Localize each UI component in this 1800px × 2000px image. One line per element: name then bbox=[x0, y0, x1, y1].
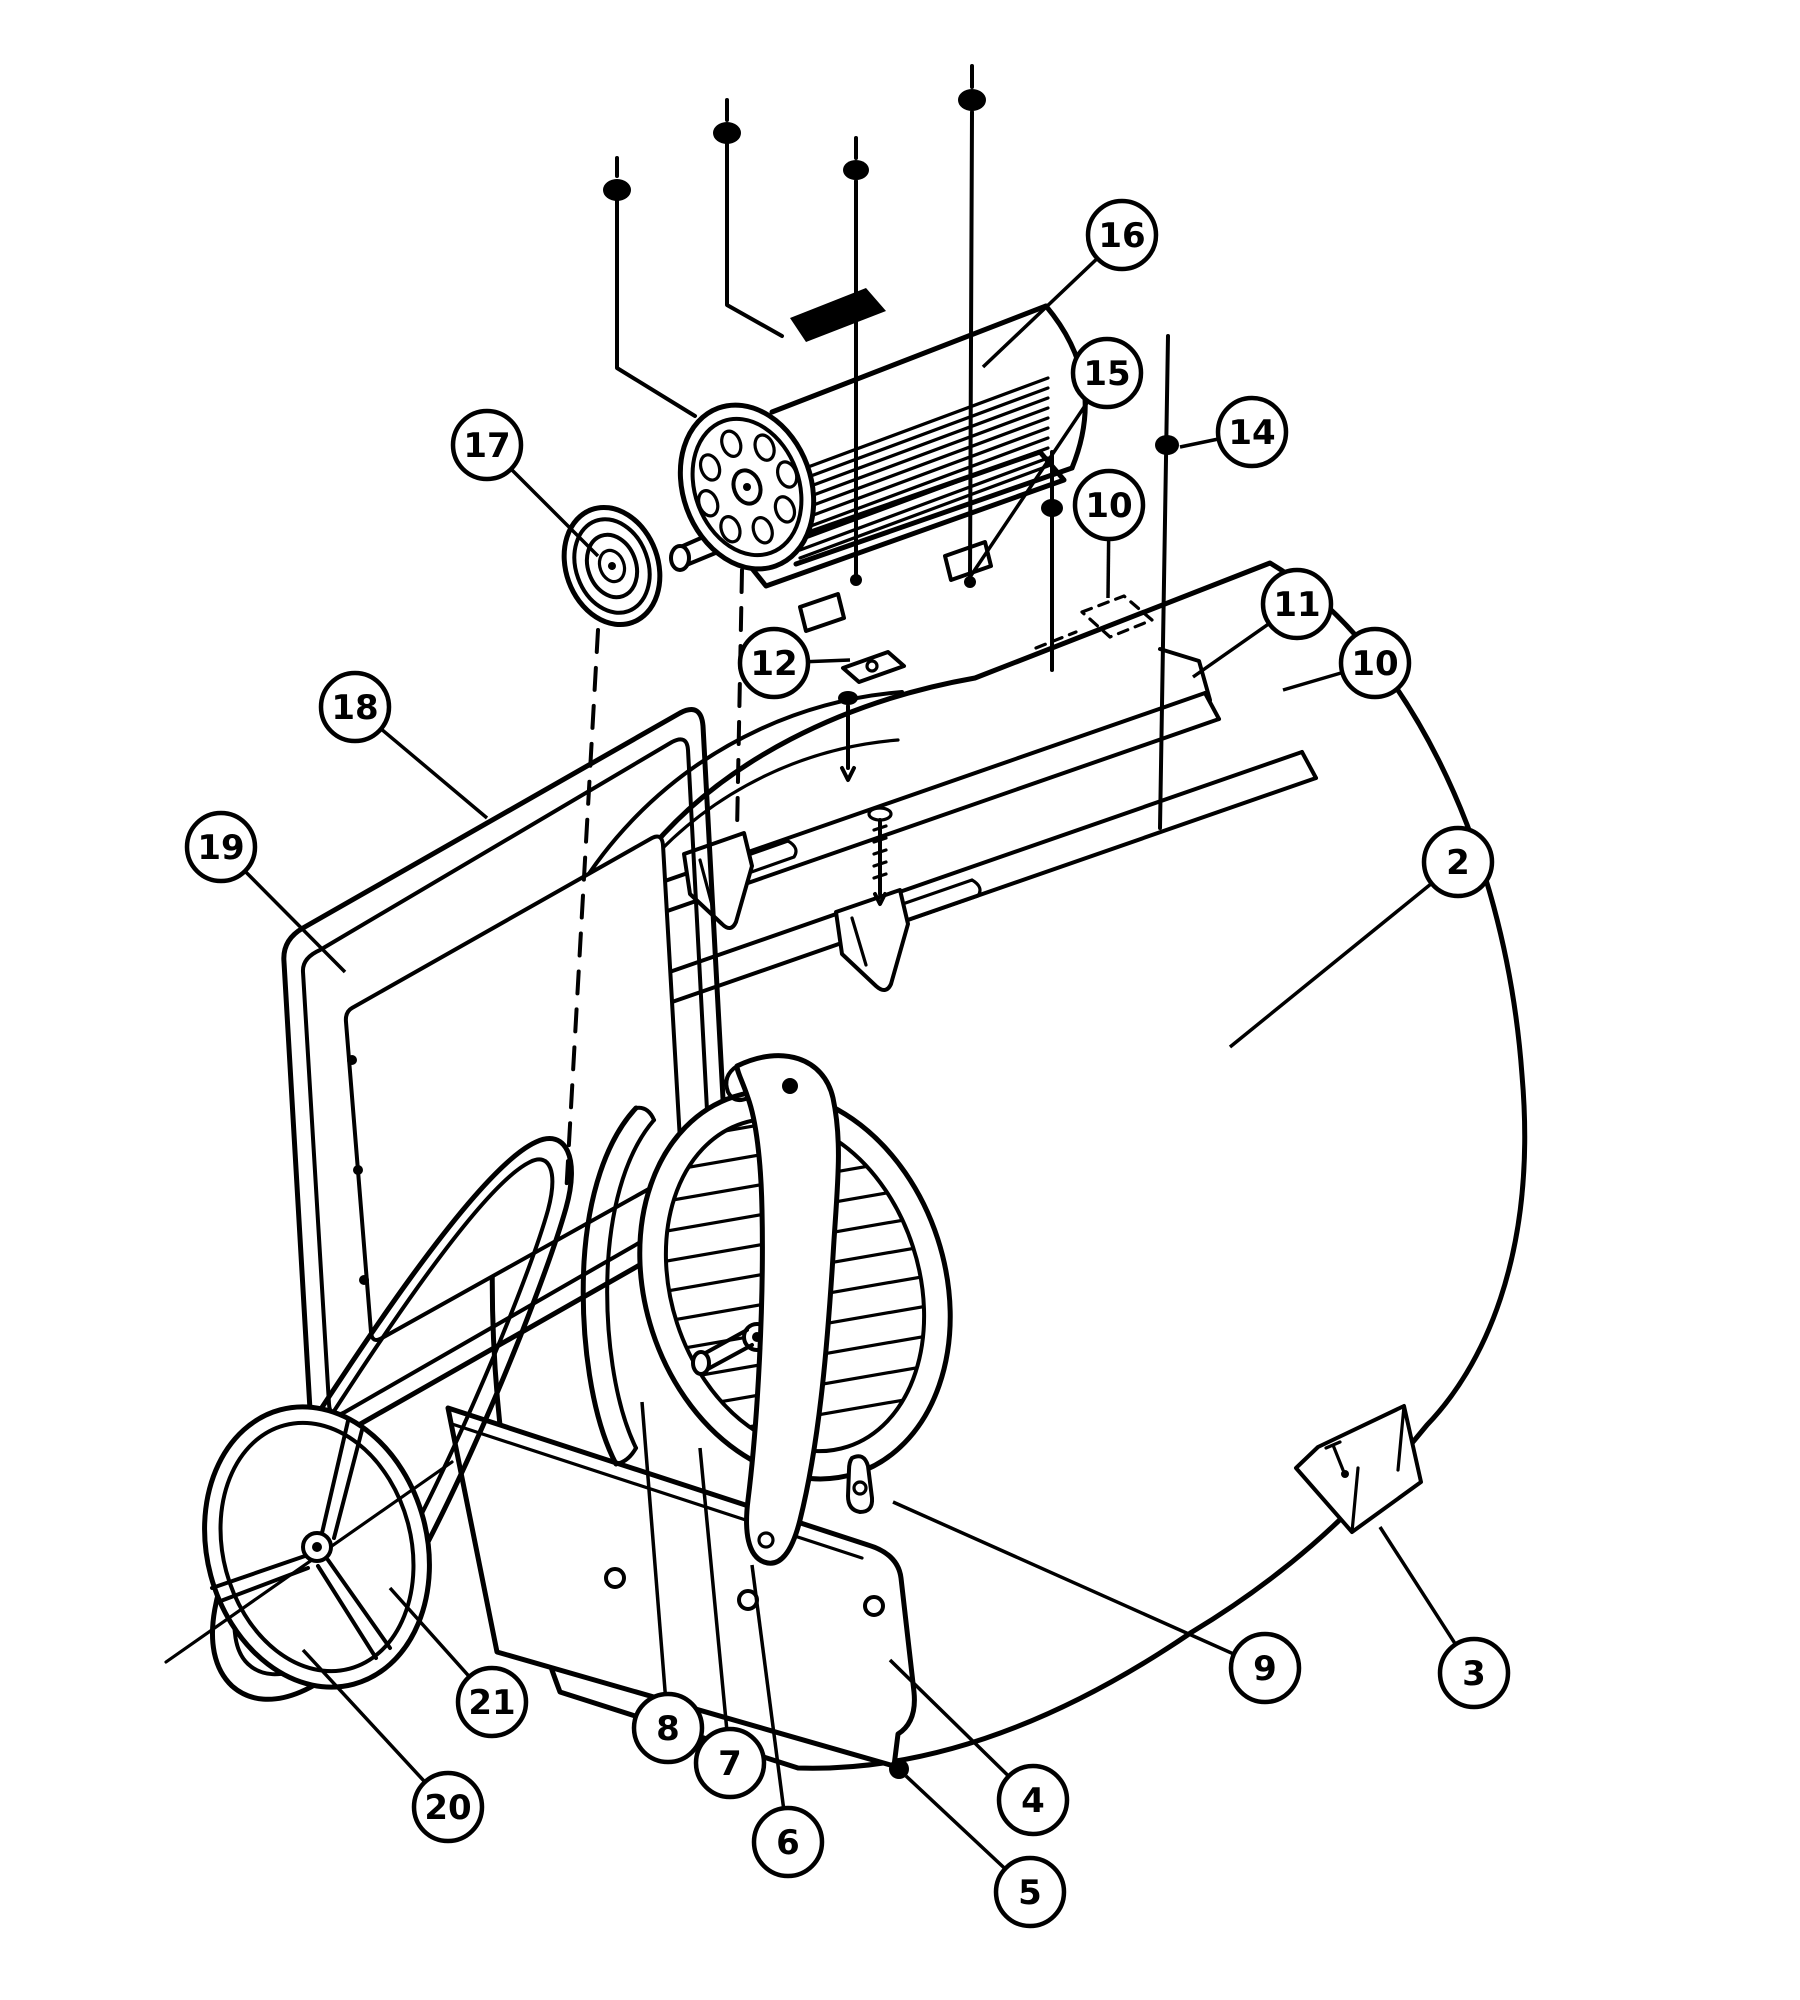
callout-number: 4 bbox=[1021, 1781, 1045, 1821]
callout-leader-line bbox=[698, 1447, 732, 1764]
rail-bracket-foot bbox=[682, 831, 754, 930]
rail-slot bbox=[864, 878, 982, 934]
callout-number: 3 bbox=[1462, 1654, 1486, 1694]
callout-leader-line bbox=[964, 372, 1109, 584]
callout-17: 17 bbox=[450, 408, 600, 558]
foot-bracket bbox=[1294, 1404, 1423, 1534]
callout-circle bbox=[1260, 567, 1334, 641]
blower-pulley bbox=[164, 1404, 454, 1690]
callout-number: 16 bbox=[1098, 216, 1145, 256]
callout-number: 10 bbox=[1351, 644, 1398, 684]
callout-number: 19 bbox=[197, 828, 244, 868]
callout-number: 20 bbox=[424, 1788, 471, 1828]
callout-number: 9 bbox=[1253, 1649, 1277, 1689]
callouts: 16 15 17 14 10 12 11 10 18 19 2 9 3 21 20 876 4 5 bbox=[184, 198, 1511, 1929]
callout-leader-line bbox=[750, 1564, 790, 1843]
callout-circle bbox=[1437, 1636, 1511, 1710]
bolt-head bbox=[1155, 435, 1179, 455]
callout-circle bbox=[1070, 336, 1144, 410]
callout-circle bbox=[184, 810, 258, 884]
callout-2: 2 bbox=[1228, 825, 1495, 1049]
bolt-head bbox=[1041, 499, 1063, 517]
callout-number: 17 bbox=[463, 426, 510, 466]
callout-number: 7 bbox=[718, 1744, 742, 1784]
callout-18: 18 bbox=[318, 670, 489, 820]
callout-circle bbox=[450, 408, 524, 482]
motor-vent-holes bbox=[697, 429, 799, 545]
callout-circle bbox=[1228, 1631, 1302, 1705]
bolt-head bbox=[713, 122, 741, 144]
plate-corner-bolt bbox=[889, 1759, 909, 1779]
callout-14: 14 bbox=[1179, 395, 1289, 469]
mounting-bolts bbox=[603, 64, 1179, 830]
callout-circle bbox=[1421, 825, 1495, 899]
callout-leader-line bbox=[1228, 860, 1460, 1049]
callout-10: 10 bbox=[1072, 468, 1146, 599]
callout-leader-line bbox=[892, 1500, 1266, 1670]
pulley-shaft-axis bbox=[164, 1460, 454, 1664]
callout-number: 2 bbox=[1446, 843, 1470, 883]
callout-3: 3 bbox=[1378, 1526, 1511, 1710]
callout-number: 8 bbox=[656, 1709, 680, 1749]
callout-circle bbox=[1338, 626, 1412, 700]
base-clip bbox=[798, 592, 846, 633]
callout-11: 11 bbox=[1191, 567, 1334, 679]
callout-number: 5 bbox=[1018, 1873, 1042, 1913]
callout-circle bbox=[993, 1855, 1067, 1929]
plate-hole bbox=[604, 1567, 626, 1589]
callout-9: 9 bbox=[892, 1500, 1302, 1705]
callout-10-2: 10 bbox=[1282, 626, 1412, 700]
callout-circle bbox=[1215, 395, 1289, 469]
motor-fins-hatching bbox=[798, 376, 1050, 560]
plate-hole bbox=[863, 1595, 885, 1617]
belt-alignment-dashed-line bbox=[564, 568, 744, 1198]
callout-7: 7 bbox=[693, 1447, 767, 1800]
callout-16: 16 bbox=[981, 198, 1159, 369]
bolt-head bbox=[958, 89, 986, 111]
callout-circle bbox=[1072, 468, 1146, 542]
stud-bolts bbox=[838, 691, 893, 906]
callout-circle bbox=[455, 1665, 529, 1739]
callout-circle bbox=[631, 1691, 705, 1765]
bolt-head bbox=[603, 179, 631, 201]
motor-conduit-box bbox=[790, 288, 886, 342]
callout-15: 15 bbox=[964, 336, 1144, 584]
base-clip bbox=[943, 540, 993, 582]
callout-8: 8 bbox=[631, 1401, 705, 1765]
motor-body-bottom bbox=[793, 465, 1075, 567]
callout-leader-line bbox=[640, 1401, 670, 1729]
callout-20: 20 bbox=[301, 1648, 485, 1844]
callout-number: 21 bbox=[468, 1683, 515, 1723]
callout-6: 6 bbox=[750, 1564, 825, 1879]
callout-circle bbox=[411, 1770, 485, 1844]
callout-circle bbox=[996, 1763, 1070, 1837]
motor-body-top bbox=[769, 303, 1049, 415]
callout-circle bbox=[693, 1726, 767, 1800]
pulley-spoke bbox=[320, 1419, 364, 1540]
callout-circle bbox=[737, 626, 811, 700]
callout-number: 18 bbox=[331, 688, 378, 728]
callout-4: 4 bbox=[888, 1658, 1070, 1837]
callout-number: 12 bbox=[750, 644, 797, 684]
callout-circle bbox=[318, 670, 392, 744]
callout-19: 19 bbox=[184, 810, 347, 974]
callout-21: 21 bbox=[388, 1586, 529, 1739]
motor bbox=[669, 288, 1088, 572]
callout-circle bbox=[1085, 198, 1159, 272]
callout-12: 12 bbox=[737, 626, 851, 700]
hidden-bracket-outline bbox=[1080, 594, 1154, 639]
callout-number: 14 bbox=[1228, 413, 1275, 453]
callout-number: 11 bbox=[1273, 585, 1320, 625]
callout-circle bbox=[751, 1805, 825, 1879]
callout-number: 10 bbox=[1085, 486, 1132, 526]
motor-pulley bbox=[561, 504, 663, 628]
wheel-strap bbox=[580, 1053, 875, 1566]
callout-5: 5 bbox=[904, 1774, 1067, 1929]
rail-bracket-foot bbox=[834, 888, 910, 992]
bolt-head bbox=[843, 160, 869, 180]
callout-number: 6 bbox=[776, 1823, 800, 1863]
pulley-spoke bbox=[316, 1558, 392, 1660]
callout-number: 15 bbox=[1083, 354, 1130, 394]
